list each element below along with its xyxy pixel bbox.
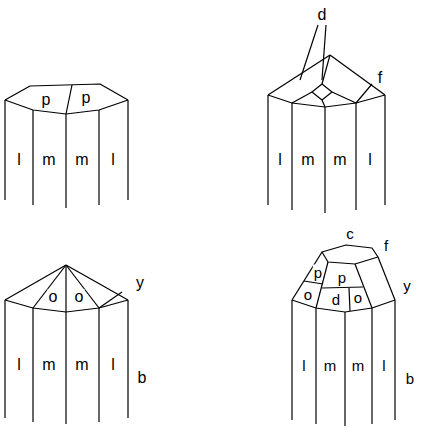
crystal-edge [4,100,5,200]
crystal-figure-4 [292,245,395,426]
crystal-edge [291,103,292,210]
crystal-edge [268,55,330,95]
crystal-edge [322,287,363,288]
face-label: d [331,292,341,307]
face-label: b [405,371,415,386]
crystal-edge [66,265,99,308]
crystal-edge [267,95,268,205]
face-label: o [303,287,313,302]
crystal-edge [356,84,372,103]
face-label: o [74,289,85,305]
crystal-edge [127,100,128,200]
face-label: m [74,357,89,373]
face-label: l [301,358,306,373]
crystal-edge [349,288,350,311]
face-label: p [81,90,92,106]
face-label: f [377,70,383,86]
crystal-edge [98,110,99,205]
crystal-edge [322,100,325,107]
crystal-edge [66,85,72,114]
crystal-edge [304,281,323,284]
crystal-edge [33,265,66,308]
face-label: c [345,226,355,241]
crystal-edge [355,103,356,210]
leader-line [322,25,326,80]
face-label: y [402,278,412,293]
crystal-edge [65,114,66,208]
crystal-edge [292,300,395,312]
crystal-edge [4,300,5,418]
face-label: m [74,152,89,168]
crystal-edge [330,55,385,95]
face-label: p [337,270,347,285]
face-label: l [381,358,386,373]
face-label: l [110,152,116,168]
crystal-edge [291,300,292,420]
face-label: b [137,370,148,386]
crystal-figure-3 [5,265,128,424]
face-label: l [110,357,116,373]
face-label: l [277,152,283,168]
crystal-edge [98,308,99,422]
crystal-edge [99,292,122,308]
crystal-edge [315,308,316,424]
face-label: m [323,358,338,373]
face-label: o [48,289,59,305]
crystal-edge [65,312,66,424]
crystal-face [312,84,332,100]
face-label: p [41,92,52,108]
face-label: m [41,152,56,168]
face-label: m [332,152,347,168]
face-label: p [313,265,323,280]
crystal-figure-1 [5,84,128,208]
crystal-edge [378,257,395,300]
leader-line [300,25,318,80]
face-label: d [317,7,328,23]
face-label: m [351,358,366,373]
face-label: m [300,152,315,168]
crystal-edge [324,107,325,213]
crystal-edge [394,300,395,420]
crystal-edge [344,312,345,426]
face-label: m [41,357,56,373]
face-label: f [383,238,389,253]
face-label: o [353,290,363,305]
face-label: y [135,275,145,291]
crystal-edge [32,110,33,205]
crystal-edge [292,92,312,103]
crystal-figure-2 [268,25,385,213]
face-label: l [16,357,22,373]
crystal-edge [32,308,33,422]
crystal-edge [65,265,66,312]
crystal-edge [127,300,128,418]
face-label: l [16,152,22,168]
crystal-edge [371,308,372,424]
crystal-face [322,245,378,264]
crystal-edge [384,95,385,205]
face-label: l [367,152,373,168]
crystal-edge [5,84,128,100]
crystal-edge [332,92,356,103]
